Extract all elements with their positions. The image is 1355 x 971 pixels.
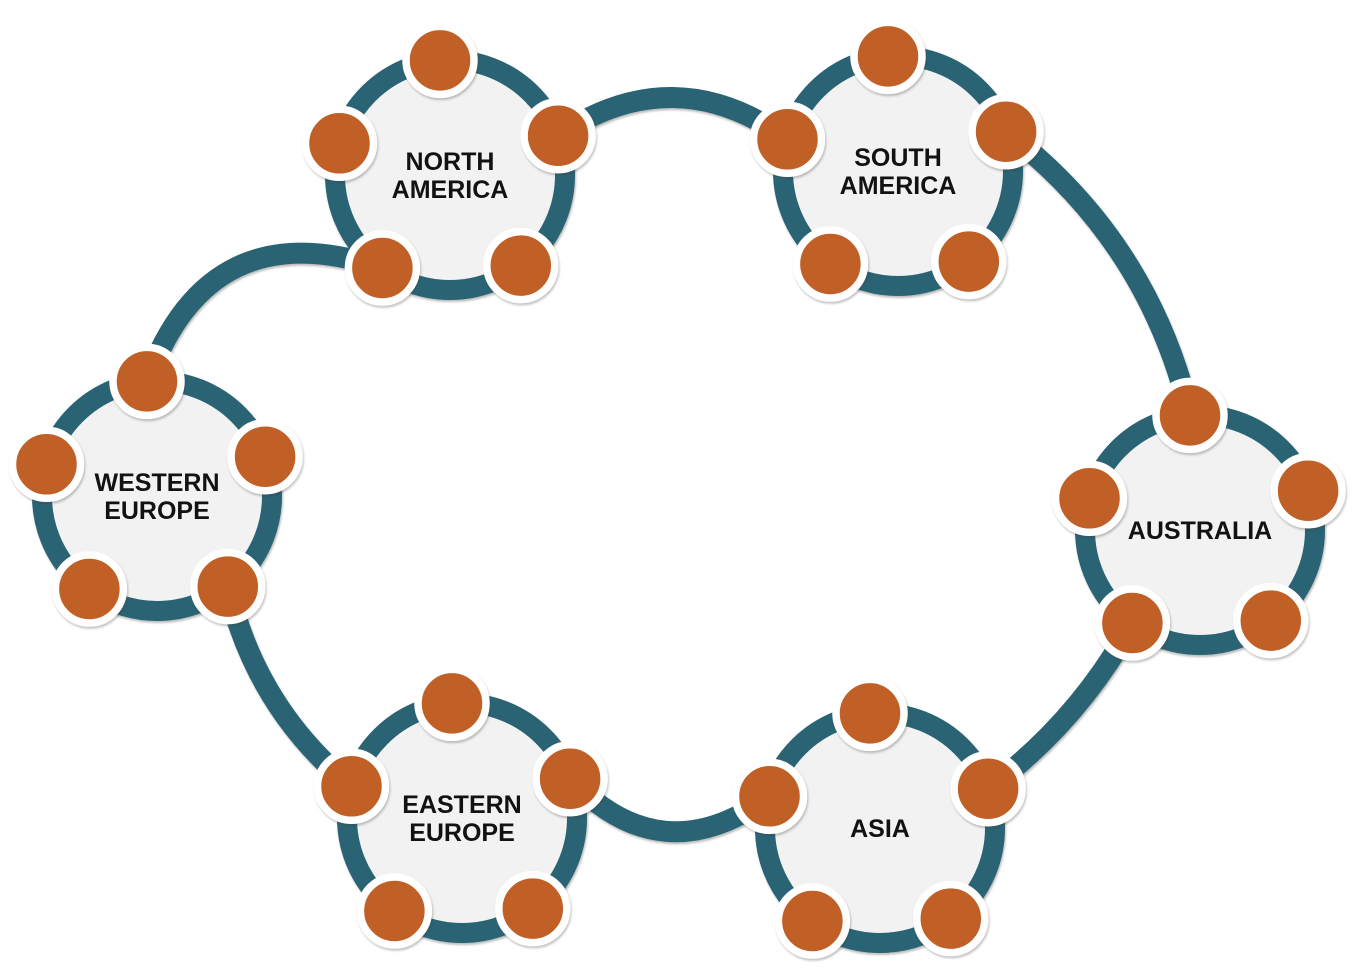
- node-label-line-asia-0: ASIA: [850, 815, 910, 843]
- satellite-dot-north-america-4: [301, 105, 378, 182]
- connector-western-europe-north-america: [137, 242, 386, 385]
- satellite-dot-western-europe-3: [51, 551, 128, 627]
- satellite-dot-south-america-1: [968, 93, 1044, 170]
- satellite-dot-south-america-3: [792, 226, 869, 302]
- connector-south-america-australia: [999, 123, 1201, 418]
- satellite-dot-asia-4: [731, 758, 808, 835]
- node-label-line-eastern-europe-1: EUROPE: [409, 819, 515, 847]
- satellite-dot-south-america-2: [931, 223, 1007, 300]
- satellite-dot-australia-0: [1152, 377, 1228, 454]
- satellite-dot-eastern-europe-4: [313, 748, 390, 825]
- node-label-line-western-europe-1: EUROPE: [104, 497, 210, 525]
- satellite-dot-north-america-0: [402, 22, 478, 99]
- satellite-dot-australia-2: [1233, 582, 1309, 659]
- satellite-dot-eastern-europe-3: [356, 873, 433, 949]
- satellite-dot-australia-4: [1051, 460, 1128, 537]
- satellite-dot-south-america-4: [749, 101, 826, 178]
- satellite-dot-asia-0: [832, 675, 908, 752]
- node-label-asia: ASIA: [850, 815, 910, 843]
- node-label-line-australia-0: AUSTRALIA: [1128, 517, 1272, 545]
- satellite-dot-eastern-europe-1: [532, 740, 608, 817]
- node-label-australia: AUSTRALIA: [1128, 517, 1272, 545]
- satellite-dot-south-america-0: [850, 18, 926, 95]
- node-label-line-north-america-1: AMERICA: [392, 176, 509, 204]
- satellite-dot-eastern-europe-2: [495, 870, 571, 947]
- node-label-line-western-europe-0: WESTERN: [95, 469, 220, 497]
- satellite-dot-australia-3: [1094, 585, 1171, 661]
- satellite-dot-western-europe-0: [109, 343, 185, 420]
- satellite-dot-asia-2: [913, 880, 989, 957]
- satellite-dot-australia-1: [1270, 452, 1346, 529]
- satellite-dot-north-america-2: [483, 227, 559, 304]
- satellite-dot-north-america-1: [520, 97, 596, 174]
- satellite-dot-western-europe-4: [8, 426, 85, 503]
- node-label-line-south-america-1: AMERICA: [840, 172, 957, 200]
- satellite-dot-western-europe-1: [227, 418, 303, 495]
- node-label-line-eastern-europe-0: EASTERN: [402, 791, 521, 819]
- satellite-dot-north-america-3: [344, 230, 421, 306]
- node-label-line-south-america-0: SOUTH: [854, 144, 942, 172]
- satellite-dot-asia-1: [950, 750, 1026, 827]
- satellite-dot-western-europe-2: [190, 548, 266, 625]
- node-label-line-north-america-0: NORTH: [406, 148, 495, 176]
- satellite-dot-eastern-europe-0: [414, 665, 490, 742]
- satellite-dot-asia-3: [774, 883, 851, 959]
